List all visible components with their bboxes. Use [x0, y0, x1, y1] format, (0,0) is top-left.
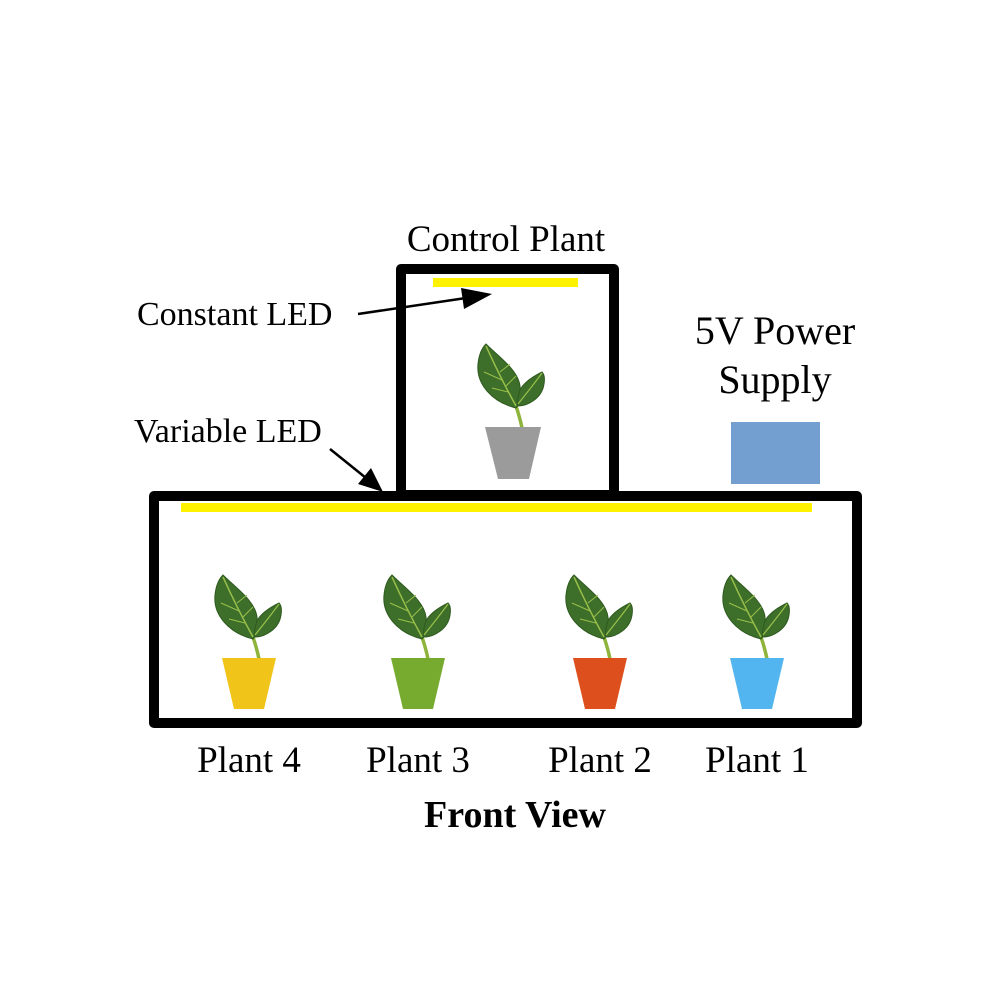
main-chamber-frame — [149, 491, 862, 728]
constant-led-arrow — [357, 288, 492, 316]
seedling-icon — [476, 342, 547, 430]
plant-label: Plant 1 — [705, 740, 809, 781]
plant-label: Plant 3 — [366, 740, 470, 781]
power-supply-box — [731, 422, 820, 484]
plant-2 — [564, 573, 635, 709]
control-pot — [485, 427, 541, 479]
plant-labels: Plant 4 Plant 3 Plant 2 Plant 1 — [197, 740, 809, 781]
constant-led-label: Constant LED — [137, 296, 332, 333]
seedling-icon — [564, 573, 635, 661]
plant-pot — [573, 658, 627, 709]
control-plant — [476, 342, 547, 479]
plant-4 — [213, 573, 284, 709]
plant-label: Plant 2 — [548, 740, 652, 781]
variable-led-label: Variable LED — [134, 413, 322, 450]
plant-3 — [382, 573, 453, 709]
control-plant-label: Control Plant — [407, 219, 606, 260]
seedling-icon — [721, 573, 792, 661]
variable-led-bar — [181, 503, 812, 512]
constant-led-bar — [433, 278, 578, 287]
power-supply-label-line2: Supply — [718, 357, 831, 402]
variable-led-arrow — [329, 448, 383, 492]
plant-row — [213, 573, 792, 709]
power-supply-label-line1: 5V Power — [695, 308, 855, 353]
plant-pot — [730, 658, 784, 709]
plant-pot — [222, 658, 276, 709]
plant-label: Plant 4 — [197, 740, 301, 781]
plant-pot — [391, 658, 445, 709]
seedling-icon — [382, 573, 453, 661]
seedling-icon — [213, 573, 284, 661]
plant-1 — [721, 573, 792, 709]
view-title: Front View — [424, 794, 606, 836]
